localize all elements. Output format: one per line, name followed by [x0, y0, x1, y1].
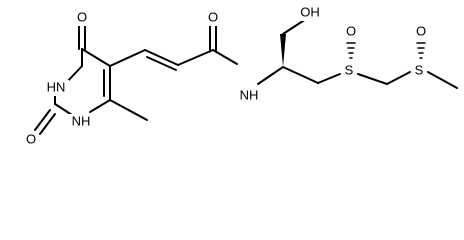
bond-n1-c2 [54, 103, 73, 116]
atom-nh-ring: NH [72, 113, 91, 128]
bond-c5-ca [109, 49, 146, 67]
side-chain [257, 18, 458, 89]
atom-o-ring-bottom: O [26, 131, 36, 146]
atom-o-s1: O [346, 23, 356, 38]
bond-c2-o-b [34, 109, 51, 131]
atom-o-ring-top: O [77, 9, 87, 24]
atom-o-s2: O [416, 23, 426, 38]
atom-s1: S [345, 62, 354, 77]
bond-s1-ch2 [357, 73, 388, 85]
bond-c4-c5 [81, 48, 111, 67]
bond-n-calpha [257, 66, 284, 85]
bond-methyl [109, 99, 148, 121]
hashed-bond-s1-o [346, 42, 356, 59]
bond-ch2-oh [282, 18, 307, 35]
molecule-drawing: OH O O O HN NH NH S O S O [24, 4, 458, 148]
bond-cco-n [212, 49, 238, 65]
atom-s2: S [415, 62, 424, 77]
bond-ca-cb-inner [146, 56, 177, 71]
ring-carbonyls [34, 24, 86, 135]
atom-nh-amide: NH [240, 87, 259, 102]
atom-oh: OH [300, 4, 320, 19]
atom-hn-ring: HN [47, 79, 66, 94]
bond-ca-cb [144, 49, 179, 66]
bond-ch2-s1 [317, 73, 341, 84]
atom-o-amide: O [208, 9, 218, 24]
wedge-bond-ch2oh [280, 34, 286, 67]
acryl-chain [109, 24, 238, 71]
atom-labels: OH O O O HN NH NH S O S O [24, 4, 428, 148]
bond-ch2-s2 [386, 71, 411, 85]
bond-cb-cco [177, 49, 214, 66]
bond-c6-n1 [89, 99, 111, 113]
hashed-bond-s2-o [416, 42, 426, 59]
bond-s2-methyl [427, 71, 458, 89]
bond-calpha-ch2s [282, 66, 319, 84]
bond-c2-o-a [39, 113, 56, 135]
